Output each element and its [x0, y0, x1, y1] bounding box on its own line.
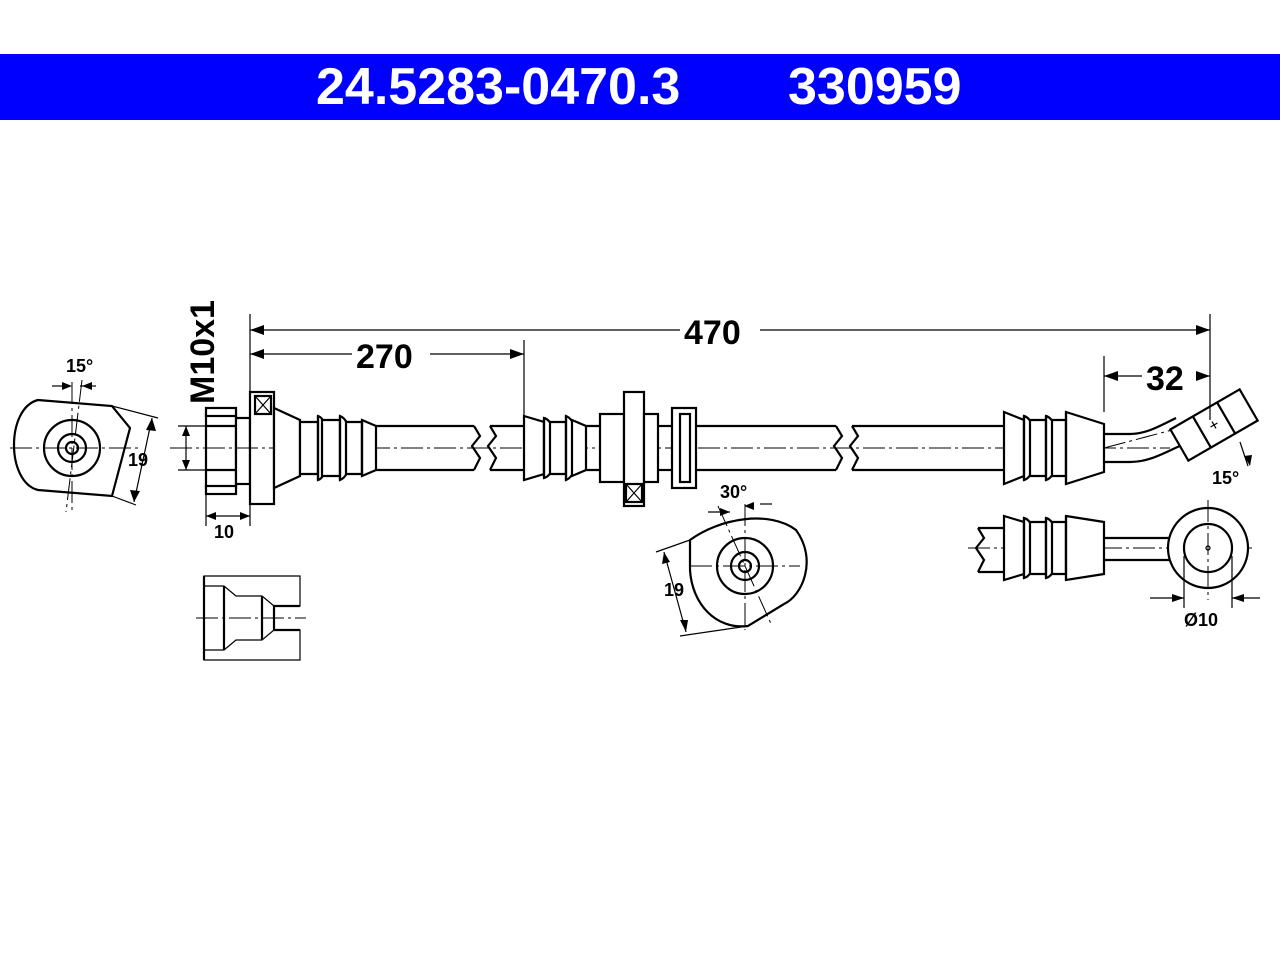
reference-number: 330959	[788, 58, 962, 116]
banjo-angle-label: 15°	[1212, 468, 1239, 488]
end-offset-label: 32	[1146, 360, 1184, 398]
length-dimensions: 470 270 32	[249, 314, 1211, 420]
section-detail	[196, 575, 306, 661]
left-bracket-width-label: 19	[128, 450, 148, 470]
left-bracket-angle-label: 15°	[66, 356, 93, 376]
banjo-top-view: Ø10	[968, 500, 1260, 630]
partial-length-label: 270	[356, 338, 413, 376]
threaded-fitting: M10x1 10	[178, 300, 276, 542]
middle-bracket-view: 30° 19	[655, 482, 808, 637]
middle-bracket-angle-label: 30°	[720, 482, 747, 502]
part-number: 24.5283-0470.3	[316, 58, 681, 116]
hose-body: 15°	[170, 387, 1260, 508]
left-bracket-end-view: 15° 19	[10, 356, 159, 513]
overall-length-label: 470	[684, 314, 741, 352]
thread-length-label: 10	[214, 522, 234, 542]
middle-bracket-width-label: 19	[664, 580, 684, 600]
title-bar	[0, 54, 1280, 120]
thread-label: M10x1	[184, 300, 222, 404]
banjo-diameter-label: Ø10	[1184, 610, 1218, 630]
